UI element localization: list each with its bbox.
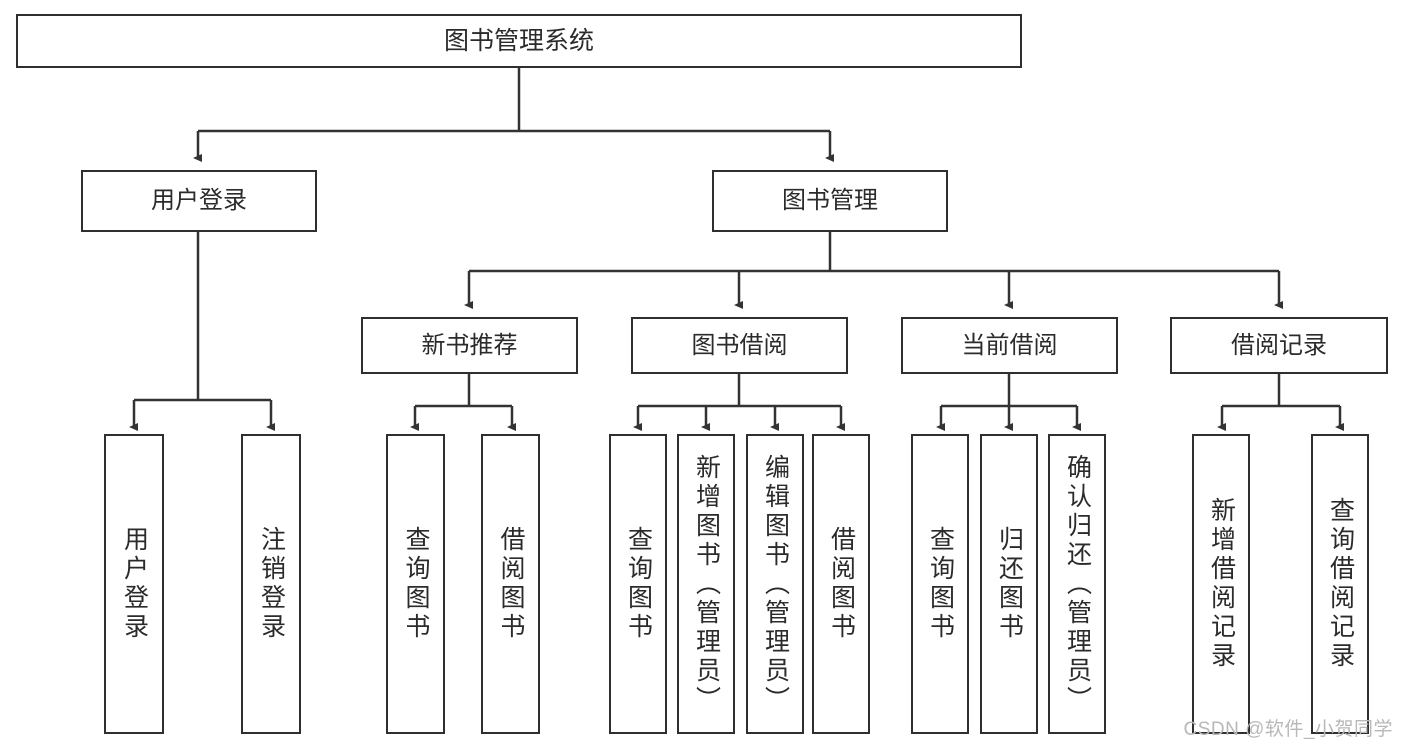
node-new-book-recommendation[interactable]: 新书推荐	[361, 317, 578, 374]
node-borrow-records[interactable]: 借阅记录	[1170, 317, 1388, 374]
leaf-record-add-record[interactable]: 新增借阅记录	[1192, 434, 1250, 734]
node-label: 图书管理系统	[443, 26, 594, 55]
leaf-current-return-book[interactable]: 归还图书	[980, 434, 1038, 734]
leaf-current-confirm-return-admin[interactable]: 确认归还（管理员）	[1048, 434, 1106, 734]
leaf-borrow-edit-book-admin[interactable]: 编辑图书（管理员）	[746, 434, 804, 734]
leaf-user-login-signin[interactable]: 用户登录	[104, 434, 164, 734]
node-label: 用户登录	[120, 526, 149, 642]
node-label: 编辑图书（管理员）	[761, 453, 790, 715]
node-user-login[interactable]: 用户登录	[81, 170, 317, 232]
node-label: 查询图书	[402, 526, 430, 642]
node-label: 新书推荐	[421, 331, 518, 359]
node-book-management[interactable]: 图书管理	[712, 170, 948, 232]
node-label: 注销登录	[257, 526, 286, 642]
leaf-borrow-query-book[interactable]: 查询图书	[609, 434, 667, 734]
node-label: 确认归还（管理员）	[1063, 453, 1092, 715]
leaf-current-query-book[interactable]: 查询图书	[911, 434, 969, 734]
csdn-watermark: CSDN @软件_小贺同学	[1183, 719, 1393, 740]
node-label: 新增图书（管理员）	[692, 453, 721, 715]
node-label: 借阅记录	[1231, 331, 1327, 359]
leaf-user-login-signout[interactable]: 注销登录	[241, 434, 301, 734]
node-label: 用户登录	[151, 187, 247, 215]
leaf-borrow-borrow-book[interactable]: 借阅图书	[812, 434, 870, 734]
node-label: 查询借阅记录	[1326, 497, 1355, 671]
node-label: 新增借阅记录	[1207, 497, 1236, 671]
node-label: 图书借阅	[691, 331, 788, 359]
node-book-borrowing[interactable]: 图书借阅	[631, 317, 848, 374]
node-root-system[interactable]: 图书管理系统	[16, 14, 1022, 68]
node-label: 归还图书	[995, 526, 1024, 642]
node-label: 当前借阅	[961, 331, 1058, 359]
leaf-newbook-query-book[interactable]: 查询图书	[386, 434, 445, 734]
node-current-borrowing[interactable]: 当前借阅	[901, 317, 1118, 374]
leaf-record-query-record[interactable]: 查询借阅记录	[1311, 434, 1369, 734]
leaf-newbook-borrow-book[interactable]: 借阅图书	[481, 434, 540, 734]
node-label: 借阅图书	[497, 526, 525, 642]
node-label: 查询图书	[926, 526, 955, 642]
node-label: 查询图书	[624, 526, 653, 642]
node-label: 借阅图书	[827, 526, 856, 642]
leaf-borrow-add-book-admin[interactable]: 新增图书（管理员）	[677, 434, 735, 734]
node-label: 图书管理	[782, 187, 878, 215]
